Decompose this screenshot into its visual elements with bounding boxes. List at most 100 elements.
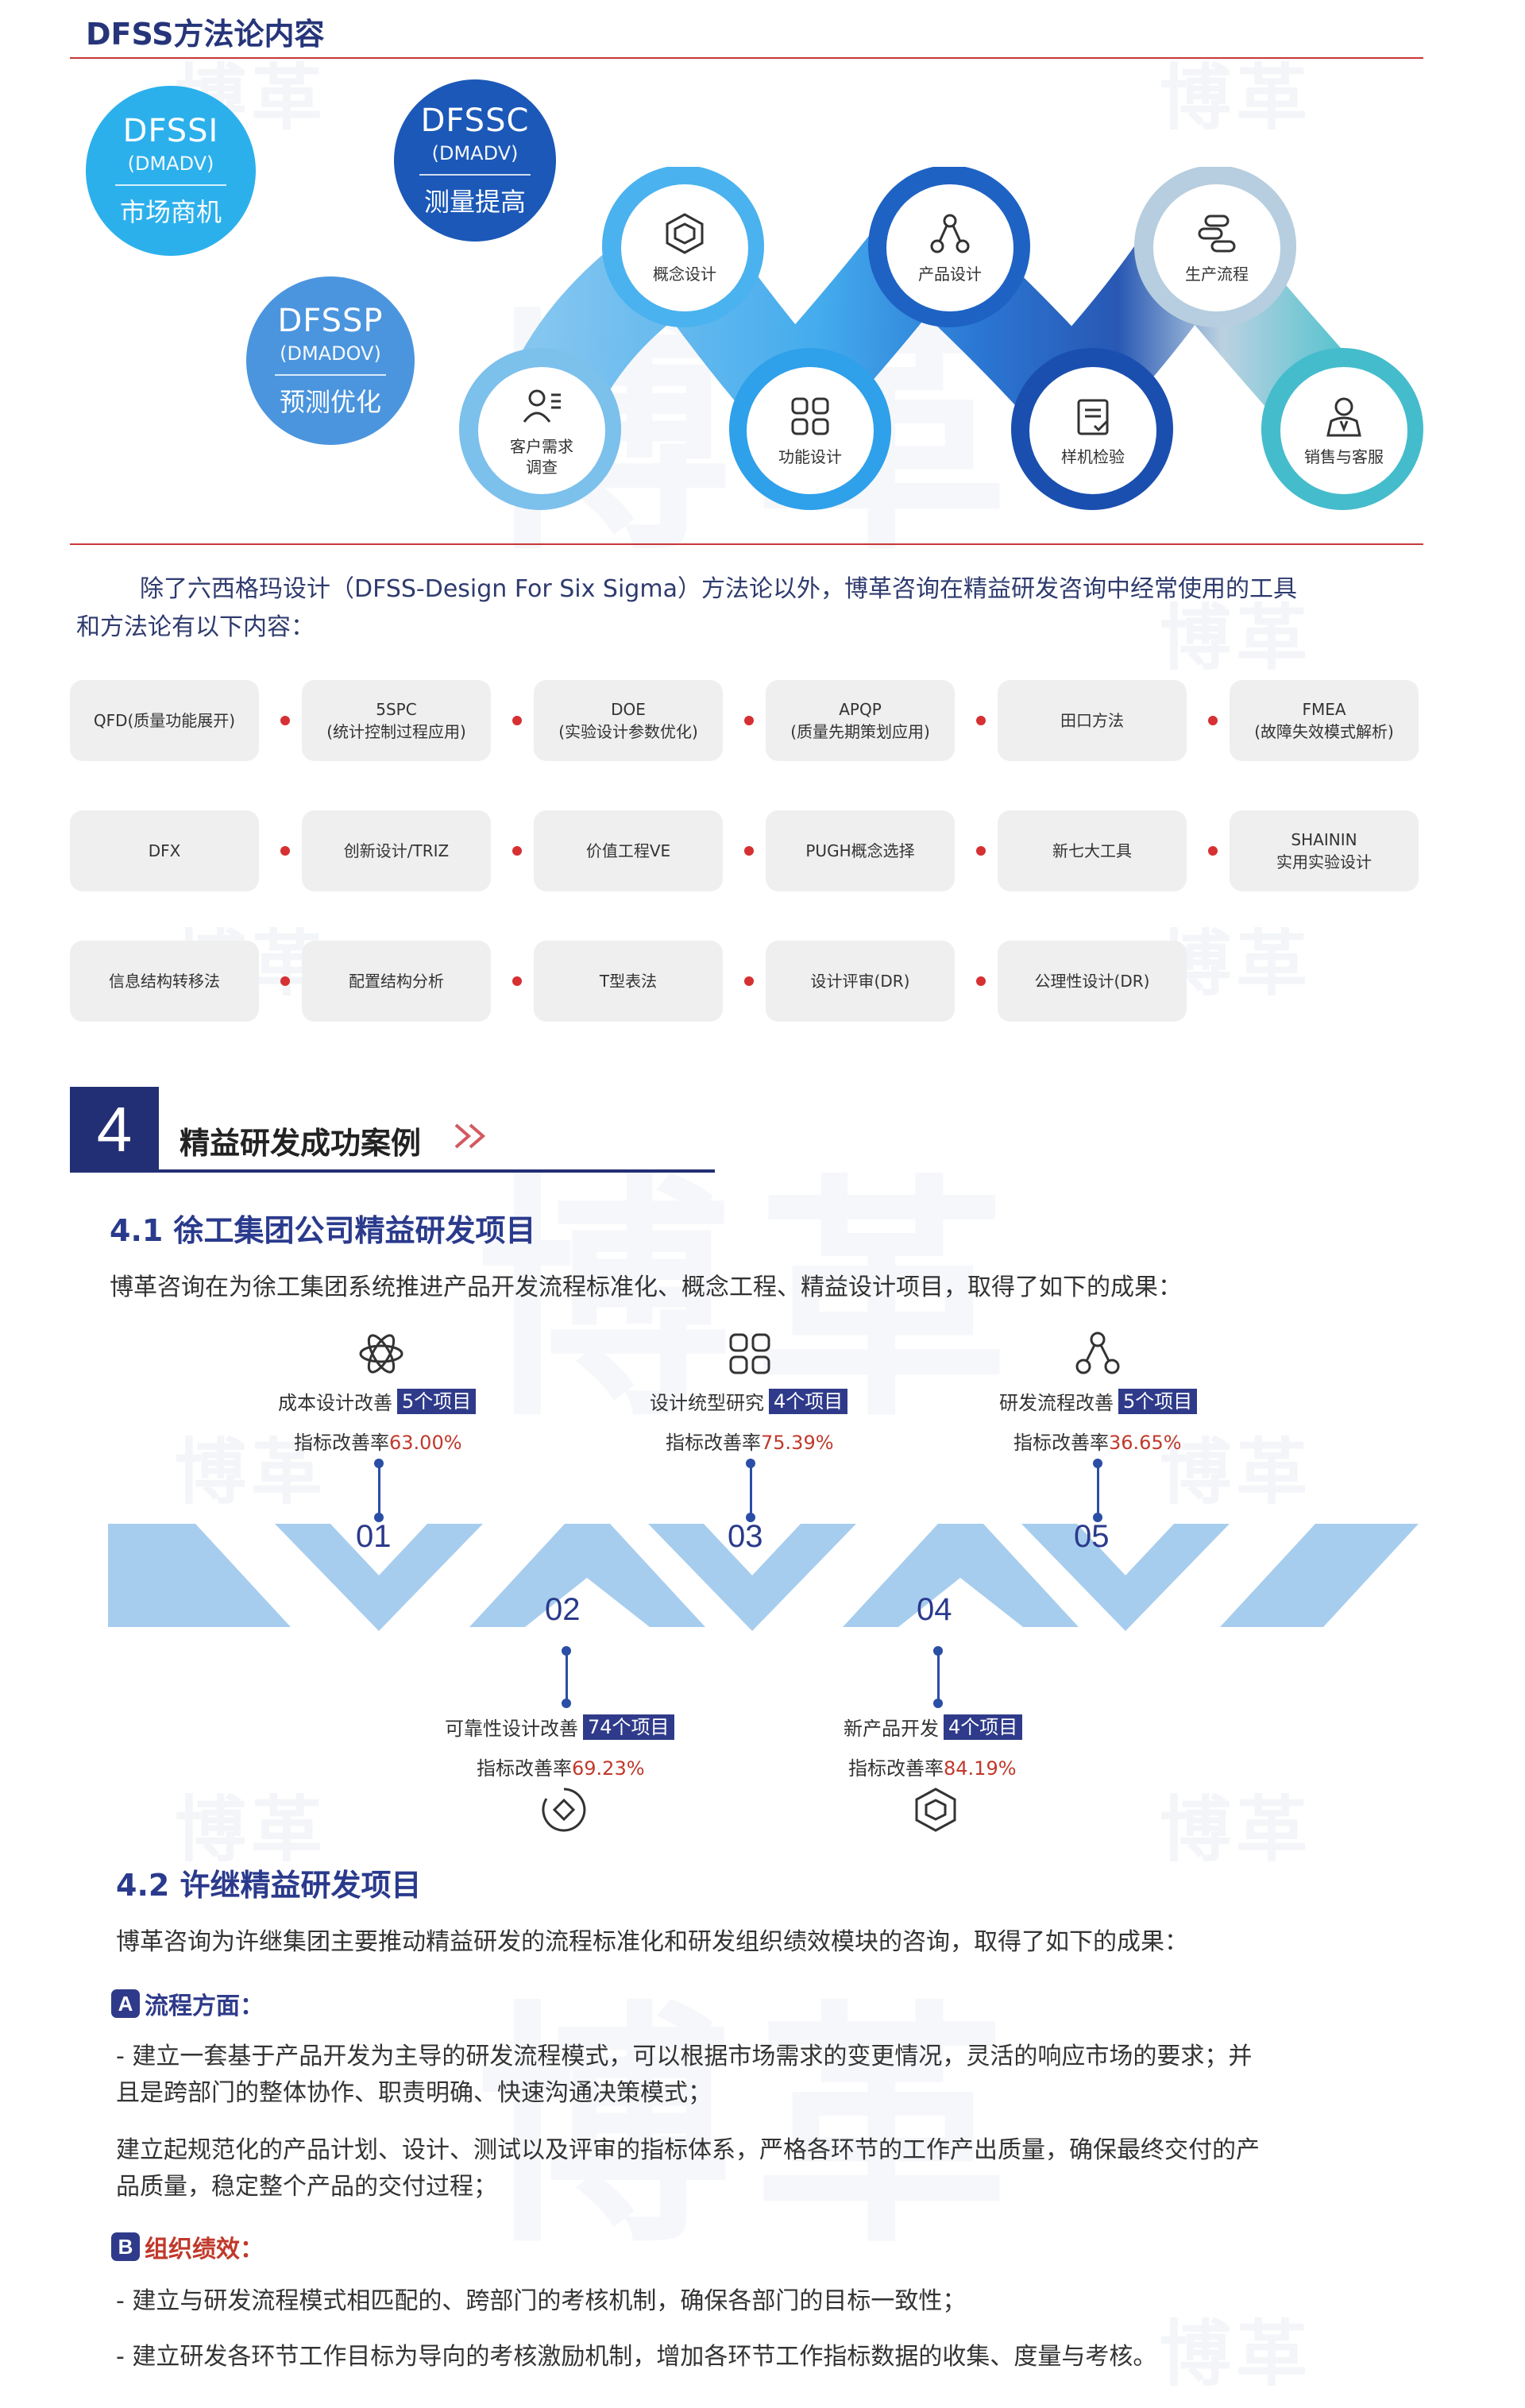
milestone-03-rate: 指标改善率75.39% — [666, 1432, 834, 1454]
tool-card: 田口方法 — [998, 680, 1187, 761]
connector — [750, 1462, 752, 1516]
separator-dot — [512, 846, 522, 856]
dfss-label: 测量提高 — [419, 174, 531, 218]
connector-dot — [562, 1646, 571, 1656]
dfss-label: 市场商机 — [115, 184, 226, 229]
tool-name: 配置结构分析 — [349, 972, 444, 991]
zigzag-timeline — [108, 1524, 1419, 1631]
tool-card: 创新设计/TRIZ — [302, 810, 491, 891]
watermark: 博革 — [1160, 597, 1312, 680]
org-point-2: - 建立研发各环节工作目标为导向的考核激励机制，增加各环节工作指标数据的收集、度… — [116, 2343, 1157, 2371]
dfss-label: 预测优化 — [275, 374, 386, 419]
tool-name: 创新设计/TRIZ — [343, 841, 450, 860]
diamond-circle-icon — [542, 1788, 586, 1832]
milestone-02-number: 02 — [545, 1592, 581, 1627]
watermark: 博革 — [1160, 1431, 1312, 1514]
cube-icon — [666, 213, 704, 254]
tag-a: A — [111, 1989, 140, 2018]
tool-card: QFD(质量功能展开) — [70, 680, 259, 761]
separator-dot — [280, 976, 290, 986]
dfss-name: DFSSC — [420, 102, 530, 139]
process-steps-icon — [1198, 215, 1236, 253]
cube-icon — [915, 1788, 956, 1832]
flow-node-prototype: 样机检验 — [1029, 367, 1156, 494]
tool-name: 新七大工具 — [1052, 841, 1132, 860]
intro-line-2: 和方法论有以下内容： — [76, 613, 315, 641]
connector-dot — [374, 1459, 384, 1468]
tool-name: T型表法 — [599, 972, 658, 991]
tool-desc: 实用实验设计 — [1276, 852, 1372, 872]
milestone-badge: 4个项目 — [769, 1388, 848, 1414]
separator-dot — [744, 976, 754, 986]
watermark-large: 博革 — [477, 1981, 1033, 2277]
tool-name: 设计评审(DR) — [810, 972, 910, 991]
separator-dot — [976, 716, 986, 725]
flow-label-line2: 调查 — [526, 458, 558, 477]
watermark-large: 博革 — [477, 1155, 1033, 1451]
separator-dot — [1208, 716, 1218, 725]
flow-node-customer: 客户需求 调查 — [478, 367, 605, 494]
tool-card: 公理性设计(DR) — [998, 941, 1187, 1022]
grid-icon — [729, 1333, 770, 1374]
milestone-05-number: 05 — [1074, 1519, 1110, 1554]
section-title: DFSS方法论内容 — [86, 17, 325, 52]
clipboard-check-icon — [1077, 399, 1109, 435]
tool-name: PUGH概念选择 — [805, 841, 915, 860]
tool-name: DFX — [148, 841, 181, 860]
connector — [1097, 1462, 1099, 1516]
separator-dot — [280, 716, 290, 725]
tool-name: 田口方法 — [1060, 711, 1124, 730]
separator-dot — [1208, 846, 1218, 856]
tool-name: 价值工程VE — [585, 841, 671, 860]
tool-desc: (统计控制过程应用) — [326, 722, 466, 741]
dfss-sub: (DMADOV) — [280, 342, 381, 365]
flow-label-line1: 客户需求 — [510, 437, 573, 456]
tool-name: APQP — [839, 700, 882, 719]
connector-dot — [933, 1646, 943, 1656]
nodes-icon — [1075, 1332, 1120, 1374]
tool-name: 公理性设计(DR) — [1034, 972, 1150, 991]
watermark: 博革 — [175, 1431, 327, 1514]
tool-desc: (实验设计参数优化) — [558, 722, 698, 741]
milestone-05-rate: 指标改善率36.65% — [1013, 1432, 1182, 1454]
connector-dot — [1093, 1459, 1102, 1468]
dfss-sub: (DMADV) — [431, 142, 519, 164]
tool-card: PUGH概念选择 — [766, 810, 955, 891]
separator-dot — [744, 716, 754, 725]
tool-name: 信息结构转移法 — [109, 972, 220, 991]
connector — [378, 1462, 380, 1516]
section-underline — [159, 1169, 715, 1173]
tool-card: 配置结构分析 — [302, 941, 491, 1022]
double-chevron-icon — [454, 1123, 486, 1149]
case1-title: 4.1 徐工集团公司精益研发项目 — [110, 1213, 536, 1248]
flow-node-function: 功能设计 — [747, 367, 874, 494]
divider — [70, 543, 1423, 545]
milestone-02-rate: 指标改善率69.23% — [477, 1757, 645, 1780]
dfssc-circle: DFSSC (DMADV) 测量提高 — [394, 79, 556, 242]
intro-paragraph: 除了六西格玛设计（DFSS-Design For Six Sigma）方法论以外… — [76, 570, 1442, 647]
tool-name: SHAININ — [1291, 830, 1357, 849]
atom-icon — [359, 1334, 403, 1374]
connector-dot — [562, 1699, 571, 1708]
dfss-name: DFSSI — [122, 113, 219, 149]
watermark: 博革 — [1160, 56, 1312, 140]
case2-title: 4.2 许继精益研发项目 — [116, 1868, 422, 1903]
separator-dot — [744, 846, 754, 856]
flow-label: 概念设计 — [653, 265, 716, 284]
nodes-icon — [930, 214, 970, 253]
case2-desc: 博革咨询为许继集团主要推动精益研发的流程标准化和研发组织绩效模块的咨询，取得了如… — [116, 1928, 1188, 1956]
tool-name: 5SPC — [376, 700, 417, 719]
intro-line-1: 除了六西格玛设计（DFSS-Design For Six Sigma）方法论以外… — [140, 575, 1297, 603]
tool-card: DFX — [70, 810, 259, 891]
flow-node-production: 生产流程 — [1153, 184, 1280, 311]
tool-card: 信息结构转移法 — [70, 941, 259, 1022]
milestone-01-number: 01 — [356, 1519, 392, 1554]
milestone-badge: 5个项目 — [1118, 1388, 1198, 1414]
dfss-sub: (DMADV) — [127, 153, 214, 175]
